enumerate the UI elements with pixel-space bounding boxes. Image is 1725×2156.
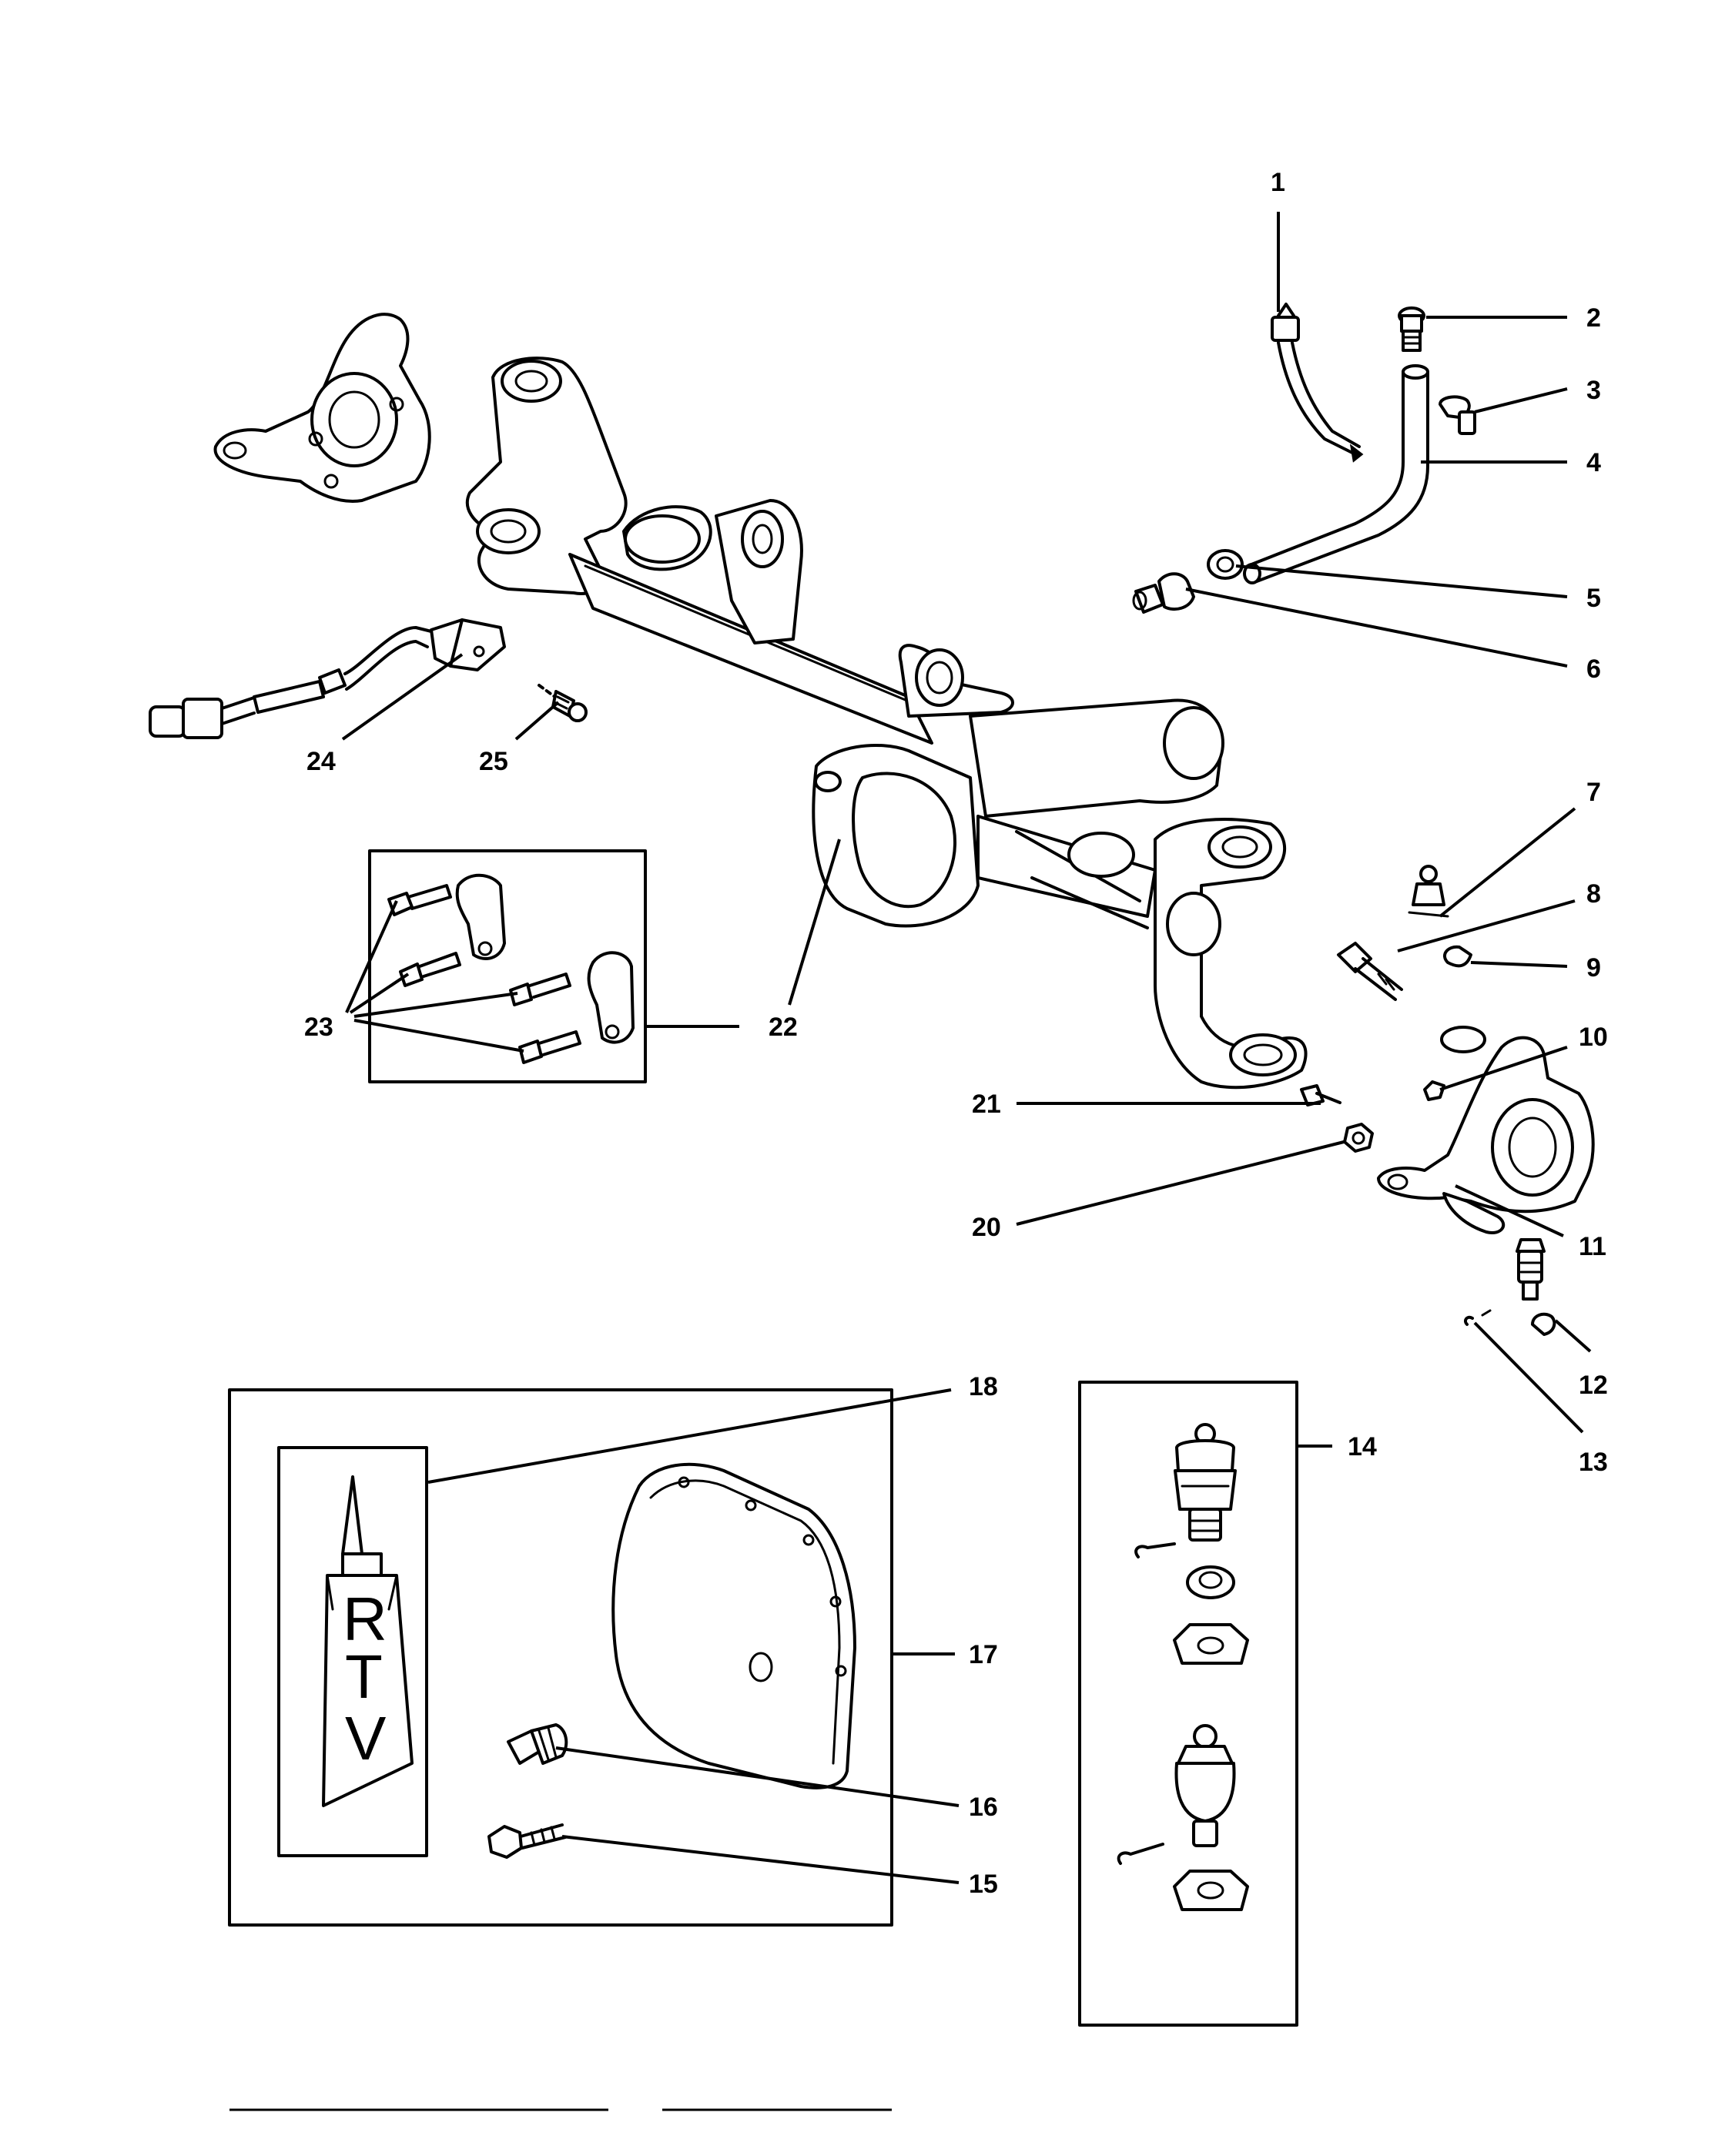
callout-14: 14: [1348, 1432, 1377, 1461]
part-13-cotter-pin: [1464, 1309, 1492, 1326]
part-12-nut: [1531, 1312, 1556, 1336]
callout-15: 15: [969, 1870, 998, 1899]
callout-22-axle: 22: [769, 1013, 798, 1042]
callout-5: 5: [1586, 584, 1601, 613]
inset-box-cover-kit: [228, 1388, 893, 1927]
inset-box-rtv-tube: [277, 1446, 428, 1857]
callout-12: 12: [1579, 1371, 1608, 1400]
callout-16: 16: [969, 1793, 998, 1822]
callout-1: 1: [1271, 168, 1285, 197]
callout-13: 13: [1579, 1448, 1608, 1477]
part-20-nut: [1343, 1123, 1374, 1153]
part-24-speed-sensor: [149, 618, 506, 739]
part-14-ball-joint-kit: [1117, 1423, 1249, 1911]
callout-3: 3: [1586, 376, 1601, 405]
right-steering-knuckle: [1377, 1026, 1595, 1234]
part-8-bolt: [1337, 942, 1403, 1001]
inset-box-bearing-caps: [368, 849, 647, 1083]
callout-4: 4: [1586, 448, 1601, 477]
rtv-letter-t: T: [345, 1642, 383, 1711]
callout-25: 25: [479, 747, 508, 776]
callout-8: 8: [1586, 879, 1601, 909]
axle-housing: [465, 357, 1308, 1090]
part-21-stud: [1300, 1084, 1341, 1106]
callout-9: 9: [1586, 953, 1601, 983]
left-steering-knuckle: [213, 313, 431, 503]
callout-10: 10: [1579, 1023, 1608, 1052]
rtv-letter-r: R: [343, 1585, 387, 1653]
callout-labels: 1 2 3 4 5 6 7 8 9 10 11 12 13 14 15 16 1…: [304, 168, 1608, 1899]
callout-23: 23: [304, 1013, 333, 1042]
callout-17: 17: [969, 1640, 998, 1669]
callout-18: 18: [969, 1372, 998, 1401]
part-9-clip: [1443, 945, 1472, 968]
rtv-letter-v: V: [345, 1704, 387, 1773]
part-6-fitting: [1132, 572, 1195, 614]
callout-20: 20: [972, 1213, 1001, 1242]
leader-lines: [341, 212, 1592, 1884]
callout-6: 6: [1586, 654, 1601, 684]
part-23-bearing-cap-bolts: [387, 884, 581, 1064]
part-3-hose-clamp: [1439, 395, 1476, 435]
part-22-bearing-caps: [455, 873, 635, 1044]
inset-box-ball-joints: [1078, 1381, 1298, 2027]
part-15-cover-bolt: [487, 1823, 567, 1859]
part-11-ball-joint: [1516, 1238, 1546, 1301]
part-10-clip: [1423, 1080, 1445, 1101]
part-5-grommet: [1207, 549, 1244, 580]
part-18-rtv-tube: R T V: [322, 1475, 414, 1807]
part-1-vent-hose: [1271, 303, 1364, 463]
callout-11: 11: [1579, 1232, 1606, 1261]
part-25-bolt: [538, 684, 588, 722]
part-7-stud: [1408, 865, 1449, 918]
part-16-fill-plug: [507, 1723, 568, 1765]
part-17-differential-cover: [611, 1462, 856, 1789]
part-4-vent-tube: [1243, 364, 1429, 584]
callout-24: 24: [306, 747, 336, 776]
callout-2: 2: [1586, 303, 1601, 333]
part-2-vent-fitting: [1398, 306, 1425, 352]
callout-7: 7: [1586, 778, 1601, 807]
callout-21: 21: [972, 1090, 1001, 1119]
